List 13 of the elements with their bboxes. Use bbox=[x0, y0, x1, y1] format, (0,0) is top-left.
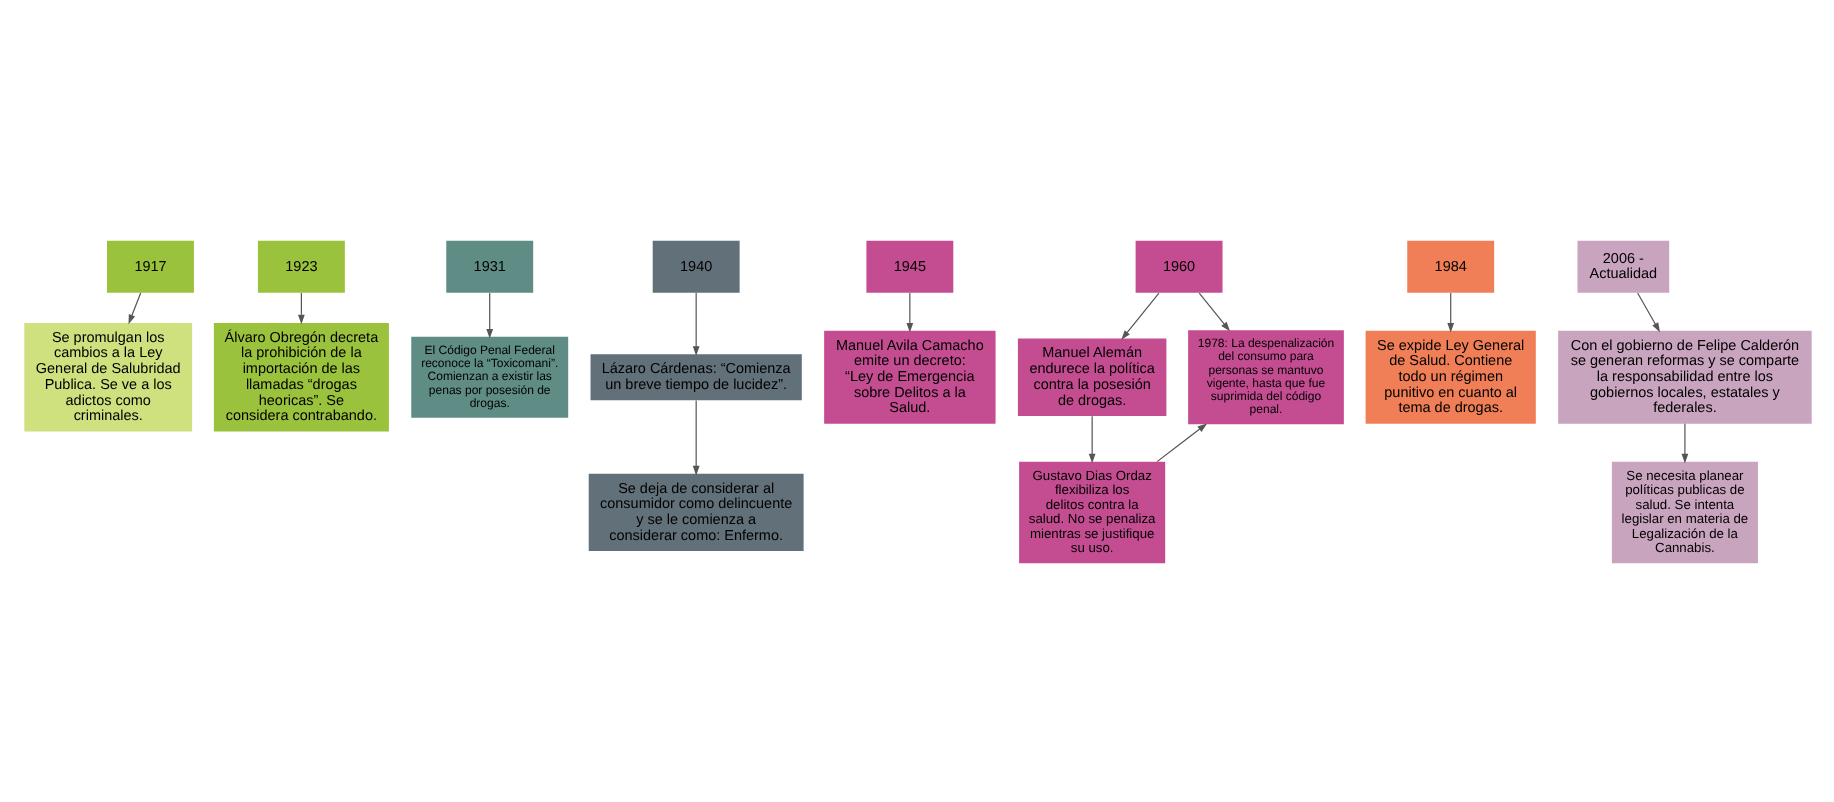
arrow bbox=[1197, 291, 1230, 331]
arrow bbox=[297, 291, 304, 324]
arrow bbox=[127, 291, 141, 324]
arrow bbox=[691, 291, 699, 355]
arrow bbox=[1087, 414, 1095, 463]
arrow bbox=[1120, 291, 1159, 339]
arrow bbox=[485, 291, 493, 338]
arrow bbox=[1155, 422, 1207, 462]
arrow bbox=[1680, 422, 1688, 463]
arrow bbox=[1636, 291, 1660, 332]
arrow bbox=[905, 291, 913, 332]
arrow bbox=[1446, 291, 1454, 332]
arrow bbox=[691, 398, 699, 475]
